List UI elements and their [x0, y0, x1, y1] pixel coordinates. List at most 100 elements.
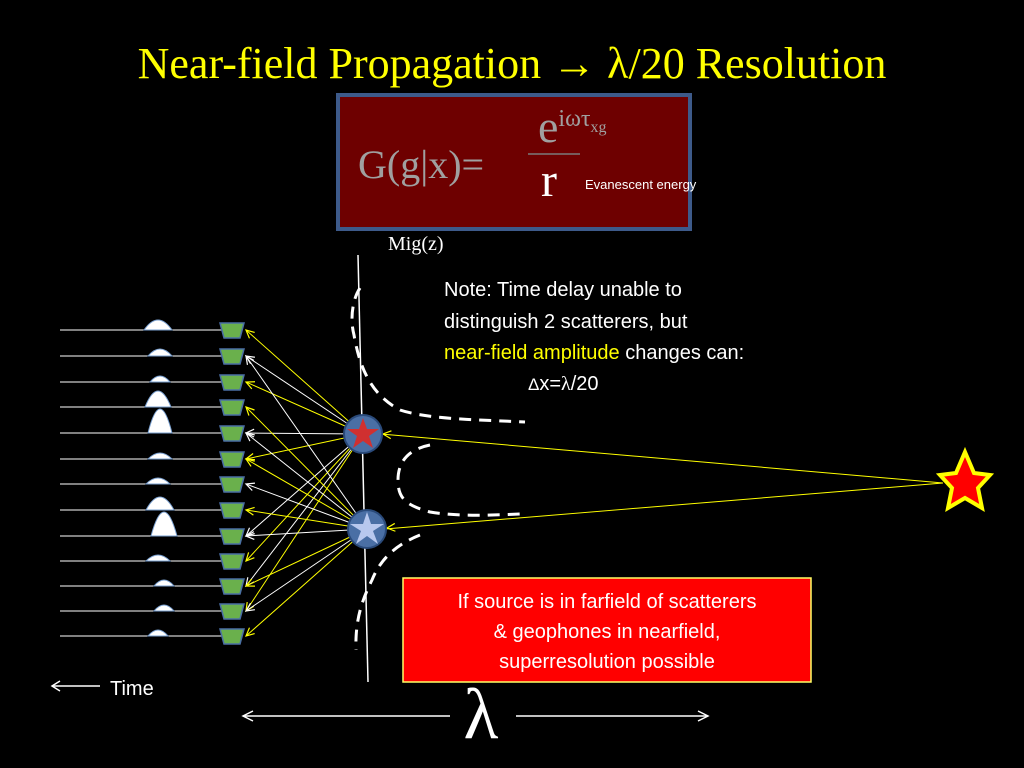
migration-curve: [354, 533, 421, 651]
formula-numerator-exponent: iωτ: [558, 106, 590, 132]
scattered-ray: [245, 355, 364, 435]
superresolution-callout: If source is in farfield of scatterers &…: [402, 577, 812, 683]
formula-numerator-base: e: [538, 101, 558, 152]
scattered-ray: [245, 406, 368, 530]
geophone-icon: [219, 553, 245, 570]
evanescent-energy-label: Evanescent energy: [585, 177, 697, 192]
source-ray: [384, 482, 944, 530]
ray-arrowhead: [244, 531, 255, 540]
ray-arrowhead: [244, 381, 256, 390]
star-icon: [350, 512, 384, 544]
note-text: Note: Time delay unable to distinguish 2…: [444, 279, 744, 395]
wavelet: [147, 408, 173, 434]
geophone-array: [219, 322, 245, 645]
ray-arrowhead: [244, 432, 255, 442]
svg-text:Δx=λ/20: Δx=λ/20: [528, 373, 599, 395]
scattered-ray: [245, 483, 368, 530]
migration-axis: [357, 254, 369, 683]
wavelet: [152, 579, 176, 587]
geophone-icon: [219, 528, 245, 545]
scattered-ray: [245, 433, 364, 537]
wavelet: [148, 375, 172, 383]
wavelet: [145, 496, 175, 511]
seismic-traces: [60, 319, 230, 637]
geophone-icon: [219, 603, 245, 620]
formula-box: G(g|x)= eiωτxg r Evanescent energy: [336, 93, 697, 231]
callout-line-2: & geophones in nearfield,: [494, 621, 721, 643]
callout-line-1: If source is in farfield of scatterers: [457, 591, 756, 613]
wavelength-scale: λ: [241, 674, 710, 754]
geophone-icon: [219, 502, 245, 519]
title-lambda: λ: [607, 39, 629, 88]
geophone-icon: [219, 425, 245, 442]
ray-arrowhead: [244, 578, 256, 587]
note-line-2: distinguish 2 scatterers, but: [444, 311, 688, 333]
wavelet: [152, 604, 176, 612]
scattered-ray: [245, 433, 364, 587]
slide-title: Near-field Propagation → λ/20 Resolution: [138, 39, 887, 88]
geophone-icon: [219, 399, 245, 416]
note-lambda: λ: [561, 373, 571, 395]
scattered-ray: [245, 528, 368, 612]
wavelet: [144, 477, 172, 485]
geophone-icon: [219, 374, 245, 391]
svg-text:eiωτxg: eiωτxg: [538, 101, 607, 152]
formula-denominator: r: [541, 154, 557, 207]
scattered-ray: [245, 528, 368, 637]
wavelet: [144, 390, 172, 408]
wavelet: [146, 452, 174, 460]
ray-arrowhead: [244, 482, 256, 491]
callout-line-3: superresolution possible: [499, 651, 715, 673]
ray-arrowhead: [244, 602, 255, 612]
scattered-ray: [245, 458, 368, 530]
note-resolution: /20: [571, 373, 599, 395]
geophone-icon: [219, 348, 245, 365]
scattered-ray: [245, 355, 368, 530]
migration-curve: [350, 287, 526, 424]
ray-arrowhead: [244, 627, 255, 637]
note-x: x=: [539, 373, 561, 395]
ray-arrowhead: [244, 458, 256, 467]
geophone-icon: [219, 578, 245, 595]
scattered-ray: [245, 528, 368, 587]
time-axis: Time: [50, 678, 154, 700]
ray-arrowhead: [245, 552, 255, 563]
geophone-icon: [219, 451, 245, 468]
note-line-3-rest: changes can:: [620, 342, 745, 364]
geophone-icon: [219, 476, 245, 493]
wavelet: [150, 511, 178, 537]
ray-arrowhead: [245, 406, 255, 416]
wavelet: [146, 629, 170, 637]
time-label: Time: [110, 678, 154, 700]
ray-paths: [244, 329, 944, 637]
wavelet: [146, 348, 174, 357]
scattered-ray: [245, 433, 364, 562]
red-star-icon: [347, 418, 379, 448]
scattered-ray: [245, 381, 364, 435]
source-star-icon: [935, 446, 995, 512]
title-suffix: /20 Resolution: [628, 39, 886, 88]
migration-curve: [396, 443, 521, 517]
scattered-ray: [245, 432, 368, 530]
title-arrow: →: [552, 39, 596, 88]
mig-label: Mig(z): [388, 233, 444, 255]
geophone-icon: [219, 628, 245, 645]
source-ray: [380, 433, 944, 484]
wavelet: [143, 319, 173, 331]
wavelet: [144, 554, 172, 562]
ray-arrowhead: [245, 354, 255, 365]
ray-arrowhead: [385, 522, 396, 532]
note-line-1: Note: Time delay unable to: [444, 279, 682, 301]
scatterer-upper: [343, 414, 383, 454]
scattered-ray: [245, 509, 368, 530]
lambda-label: λ: [464, 674, 499, 754]
scattered-ray: [245, 528, 368, 537]
note-highlight: near-field amplitude: [444, 342, 620, 364]
formula-lhs: G(g|x)=: [358, 142, 484, 187]
scattered-ray: [245, 433, 364, 612]
formula-numerator-subscript: xg: [591, 119, 607, 136]
title-text: Near-field Propagation: [138, 39, 542, 88]
note-delta: Δ: [528, 375, 539, 394]
scatterer-lower: [347, 509, 387, 549]
scattered-ray: [245, 329, 364, 435]
